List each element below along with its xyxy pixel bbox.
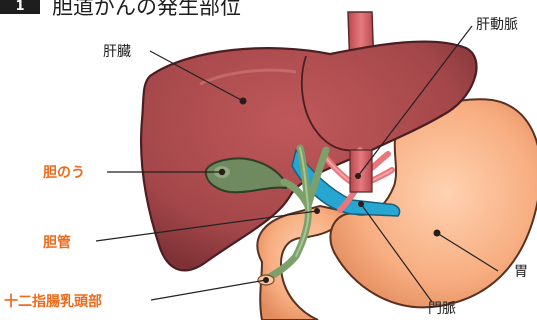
label-hepatic-artery: 肝動脈 [476,14,518,34]
label-stomach: 胃 [514,261,528,281]
label-bile-duct: 胆管 [43,232,71,252]
label-liver: 肝臓 [103,41,131,61]
label-duodenal-papilla: 十二指腸乳頭部 [4,291,102,311]
label-gallbladder: 胆のう [43,162,85,182]
label-portal-vein: 門脈 [428,298,456,318]
